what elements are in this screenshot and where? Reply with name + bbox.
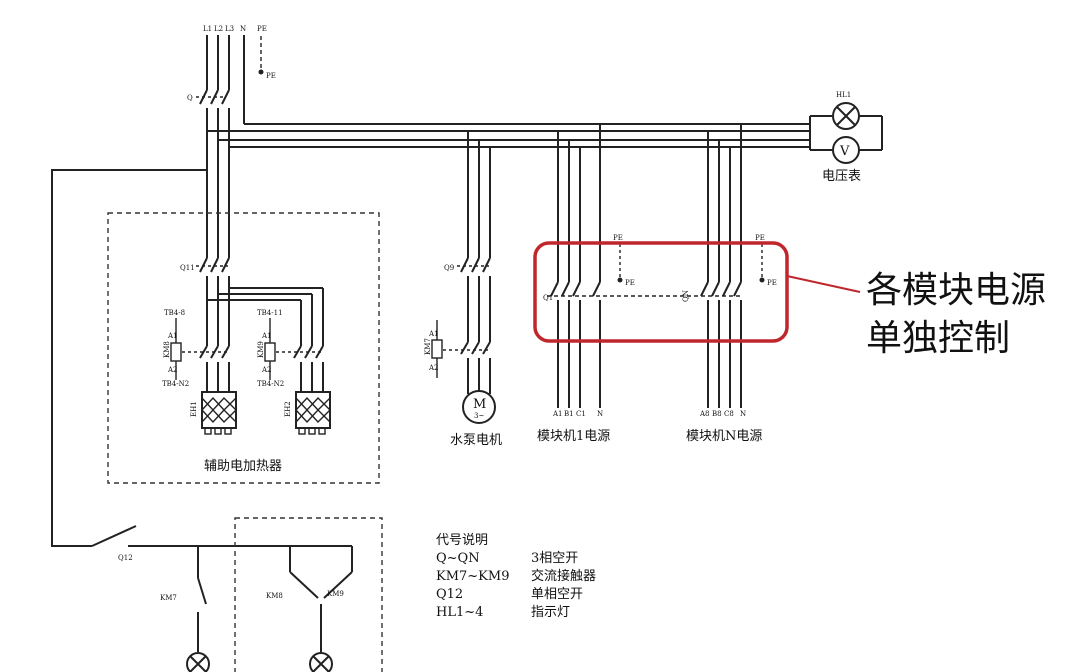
terminal-L3: L3	[225, 25, 234, 33]
svg-text:M: M	[473, 397, 486, 412]
svg-text:PE: PE	[625, 279, 635, 287]
terminal-PE: PE	[257, 25, 267, 33]
breaker-q9-label: Q9	[444, 264, 454, 272]
control-lamp-1-icon	[186, 652, 210, 672]
legend-code-3: Q12	[436, 587, 463, 602]
horizontal-buses	[207, 123, 810, 148]
breaker-q12-label: Q12	[118, 554, 133, 562]
svg-text:N: N	[597, 410, 603, 418]
km8-coil-label: KM8	[163, 341, 171, 358]
breaker-q1-label: Q1	[543, 294, 553, 302]
legend-code-2: KM7~KM9	[436, 569, 509, 584]
svg-text:PE: PE	[755, 234, 765, 242]
svg-text:C1: C1	[576, 410, 586, 418]
main-breaker-q: Q	[187, 89, 230, 105]
main-feed-lines	[206, 35, 245, 124]
eh1-label: EH1	[190, 401, 198, 417]
breaker-q-label: Q	[187, 94, 193, 102]
module-1-title: 模块机1电源	[537, 429, 610, 444]
control-circuit: KM7 KM8 KM9	[160, 517, 383, 672]
svg-text:C8: C8	[724, 410, 734, 418]
tb4-n2-label-1: TB4-N2	[162, 380, 189, 388]
callout-frame	[533, 241, 789, 343]
control-dashed-frame	[234, 517, 383, 672]
svg-text:N: N	[740, 410, 746, 418]
heater-dashed-frame	[107, 212, 380, 484]
legend-code-4: HL1~4	[436, 605, 483, 620]
heater-element-eh2: EH2	[284, 391, 331, 435]
km7-contact-label: KM7	[160, 594, 177, 602]
lamp-hl1-label: HL1	[836, 91, 851, 99]
svg-text:3~: 3~	[474, 412, 484, 420]
svg-text:A8: A8	[699, 410, 710, 418]
svg-text:A1: A1	[261, 332, 272, 340]
svg-text:PE: PE	[266, 72, 276, 80]
breaker-qn-label: QN	[682, 290, 690, 302]
callout-line-1: 各模块电源	[866, 270, 1046, 311]
control-lamp-2-icon	[309, 652, 333, 672]
breaker-q11-label: Q11	[180, 264, 195, 272]
callout-leader	[786, 275, 861, 293]
terminal-L2: L2	[214, 25, 223, 33]
heater-element-eh1: EH1	[190, 391, 237, 435]
legend-code-1: Q~QN	[436, 551, 480, 566]
indicator-group: HL1 V 电压表	[809, 91, 883, 184]
heater-branch-wires	[207, 287, 324, 346]
legend: 代号说明 Q~QN 3相空开 KM7~KM9 交流接触器 Q12 单相空开 HL…	[436, 533, 596, 620]
km9-coil-label: KM9	[257, 341, 265, 358]
main-pe-earth: PE	[258, 36, 276, 80]
pump-title: 水泵电机	[450, 433, 502, 448]
module-n-branch: QN PE PE A8 B8 C8 N 模块机N电源	[682, 124, 777, 444]
km9-contact-label: KM9	[327, 590, 344, 598]
control-loop-wire: Q12	[51, 169, 352, 562]
svg-text:A2: A2	[428, 364, 439, 372]
tb4-8-label: TB4-8	[164, 309, 185, 317]
heater-title: 辅助电加热器	[204, 459, 282, 474]
svg-text:A1: A1	[428, 330, 439, 338]
pump-motor-icon	[462, 390, 496, 424]
legend-desc-1: 3相空开	[531, 551, 578, 566]
svg-text:PE: PE	[767, 279, 777, 287]
svg-text:A2: A2	[167, 366, 178, 374]
voltmeter-symbol: V	[839, 144, 850, 159]
svg-text:A2: A2	[261, 366, 272, 374]
tb4-11-label: TB4-11	[257, 309, 283, 317]
legend-desc-2: 交流接触器	[531, 568, 596, 584]
svg-text:A1: A1	[167, 332, 178, 340]
svg-text:A1: A1	[552, 410, 563, 418]
voltmeter-label: 电压表	[822, 169, 861, 184]
heater-breaker-q11: Q11	[180, 257, 230, 346]
svg-text:PE: PE	[613, 234, 623, 242]
feed-lines-lower	[206, 108, 230, 258]
heater-km8: TB4-8 A1 KM8 A2 TB4-N2	[162, 309, 230, 392]
legend-desc-3: 单相空开	[531, 587, 583, 602]
pump-branch: Q9 A1 KM7 A2 M 3~ 水泵电机	[424, 131, 502, 448]
legend-title: 代号说明	[436, 533, 488, 548]
svg-text:B8: B8	[712, 410, 722, 418]
module-1-branch: Q1 PE PE A1 B1 C1 N 模块机1电源	[537, 124, 740, 444]
legend-desc-4: 指示灯	[531, 605, 570, 620]
terminal-L1: L1	[203, 25, 212, 33]
tb4-n2-label-2: TB4-N2	[257, 380, 284, 388]
terminal-N: N	[240, 25, 246, 33]
km8-contact-label: KM8	[266, 592, 283, 600]
km7-coil-label: KM7	[424, 338, 432, 355]
svg-text:B1: B1	[564, 410, 574, 418]
heater-km9: TB4-11 A1 KM9 A2 TB4-N2	[257, 309, 324, 392]
callout-line-2: 单独控制	[866, 318, 1010, 359]
eh2-label: EH2	[284, 401, 292, 417]
module-n-title: 模块机N电源	[686, 429, 762, 444]
